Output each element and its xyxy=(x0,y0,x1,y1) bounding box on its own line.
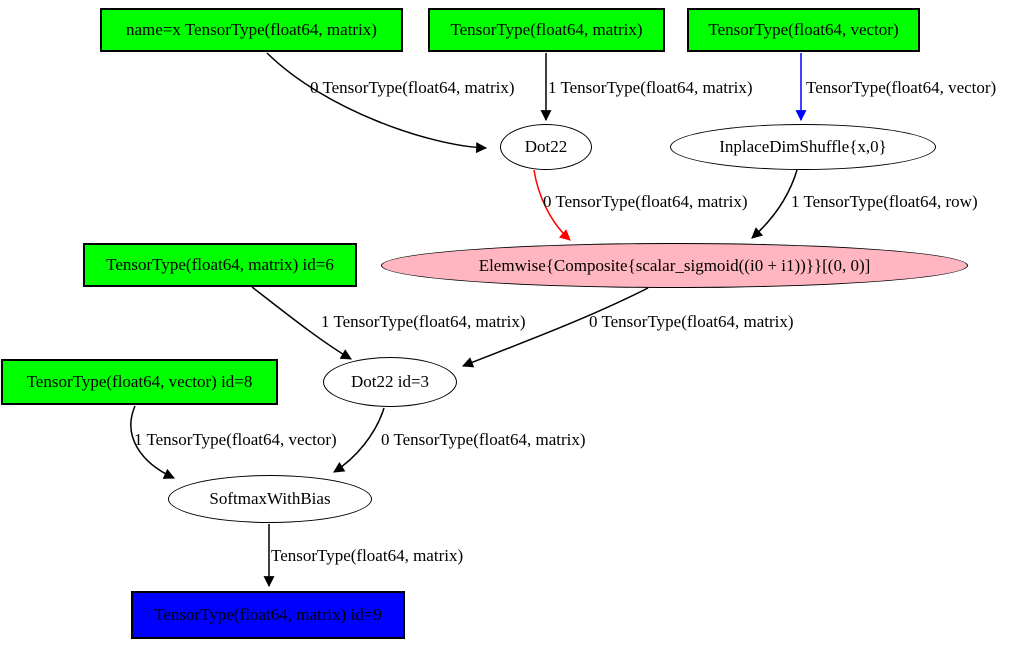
input-node-id6: TensorType(float64, matrix) id=6 xyxy=(83,243,357,287)
edge-label-softmax-to-id9: TensorType(float64, matrix) xyxy=(271,546,464,565)
op-node-softmaxwithbias: SoftmaxWithBias xyxy=(168,475,372,523)
op-node-dot22-id3: Dot22 id=3 xyxy=(323,357,457,407)
op-node-inplacedimshuffle: InplaceDimShuffle{x,0} xyxy=(670,124,936,170)
edge-label-dot22-to-elemwise: 0 TensorType(float64, matrix) xyxy=(543,192,748,211)
input-node-matrix: TensorType(float64, matrix) xyxy=(428,8,665,52)
edge-id6-to-dot22id3 xyxy=(251,286,352,360)
output-node-id9: TensorType(float64, matrix) id=9 xyxy=(131,591,405,639)
edge-label-w-to-dot22: 1 TensorType(float64, matrix) xyxy=(548,78,753,97)
edge-label-id8-to-softmax: 1 TensorType(float64, vector) xyxy=(134,430,337,449)
edge-id8-to-softmax xyxy=(130,405,176,479)
op-node-elemwise-sigmoid: Elemwise{Composite{scalar_sigmoid((i0 + … xyxy=(381,243,968,288)
edge-label-dot22id3-to-softmax: 0 TensorType(float64, matrix) xyxy=(381,430,586,449)
edge-elemwise-to-dot22id3 xyxy=(461,287,649,368)
edge-label-id6-to-dot22id3: 1 TensorType(float64, matrix) xyxy=(321,312,526,331)
edge-dot22id3-to-softmax xyxy=(333,407,385,473)
edge-label-elemwise-to-dot22id3: 0 TensorType(float64, matrix) xyxy=(589,312,794,331)
input-node-vector: TensorType(float64, vector) xyxy=(687,8,920,52)
op-node-dot22: Dot22 xyxy=(500,124,592,170)
edge-dot22-to-elemwise xyxy=(533,169,571,241)
input-node-x: name=x TensorType(float64, matrix) xyxy=(100,8,403,52)
input-node-id8: TensorType(float64, vector) id=8 xyxy=(1,359,278,405)
edge-label-dimshuffle-to-elemwise: 1 TensorType(float64, row) xyxy=(791,192,978,211)
edge-label-x-to-dot22: 0 TensorType(float64, matrix) xyxy=(310,78,515,97)
edge-dimshuffle-to-elemwise xyxy=(751,169,798,239)
edge-label-vector-to-dimshuffle: TensorType(float64, vector) xyxy=(806,78,997,97)
edge-x-to-dot22 xyxy=(266,52,488,154)
